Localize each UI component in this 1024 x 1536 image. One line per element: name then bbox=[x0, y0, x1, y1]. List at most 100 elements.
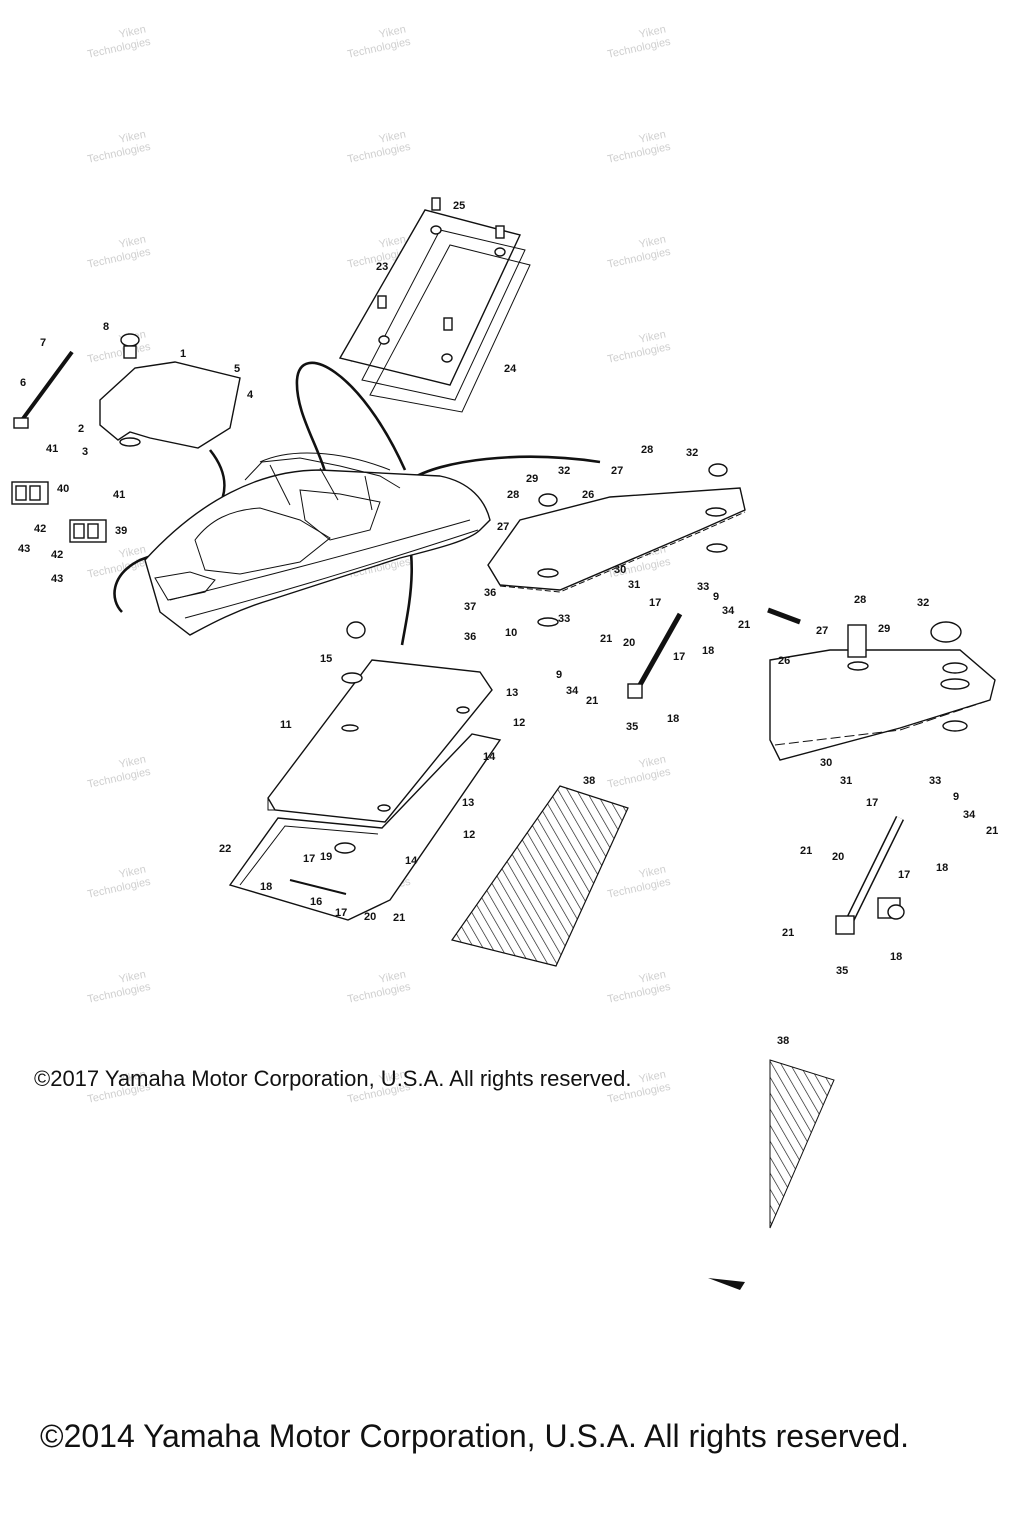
callout-label: 17 bbox=[898, 869, 910, 881]
callout-label: 4 bbox=[247, 389, 254, 401]
callout-label: 27 bbox=[497, 521, 509, 533]
watermark-line1: Yiken bbox=[118, 128, 147, 145]
callout-label: 29 bbox=[878, 623, 890, 635]
callout-label: 12 bbox=[513, 717, 525, 729]
callout-label: 27 bbox=[611, 465, 623, 477]
callout-label: 13 bbox=[462, 797, 474, 809]
callout-label: 22 bbox=[219, 843, 231, 855]
callout-label: 16 bbox=[310, 896, 322, 908]
callout-label: 42 bbox=[34, 523, 46, 535]
callout-label: 30 bbox=[614, 564, 626, 576]
callout-label: 31 bbox=[840, 775, 852, 787]
strut-35 bbox=[627, 612, 683, 699]
strut-35-detail bbox=[835, 816, 905, 935]
boat-hull bbox=[144, 452, 491, 636]
callout-label: 6 bbox=[20, 377, 26, 389]
callout-label: 14 bbox=[405, 855, 418, 867]
callout-label: 9 bbox=[953, 791, 959, 803]
seat-cushion-11 bbox=[267, 621, 493, 823]
callout-label: 18 bbox=[890, 951, 902, 963]
callout-label: 39 bbox=[115, 525, 127, 537]
callout-label: 38 bbox=[777, 1035, 789, 1047]
callout-label: 3 bbox=[82, 446, 88, 458]
callout-label: 28 bbox=[641, 444, 653, 456]
callout-label: 35 bbox=[836, 965, 848, 977]
callout-label: 21 bbox=[800, 845, 812, 857]
callout-label: 36 bbox=[464, 631, 476, 643]
callout-label: 28 bbox=[507, 489, 519, 501]
watermark-line1: Yiken bbox=[118, 543, 147, 560]
callout-label: 20 bbox=[623, 637, 635, 649]
callout-label: 20 bbox=[832, 851, 844, 863]
watermark-line1: Yiken bbox=[638, 753, 667, 770]
callout-label: 32 bbox=[686, 447, 698, 459]
callout-label: 18 bbox=[702, 645, 714, 657]
callout-label: 34 bbox=[722, 605, 735, 617]
callout-label: 27 bbox=[816, 625, 828, 637]
watermark-line1: Yiken bbox=[118, 753, 147, 770]
watermark-line1: Yiken bbox=[118, 968, 147, 985]
callout-label: 5 bbox=[234, 363, 240, 375]
callout-label: 20 bbox=[364, 911, 376, 923]
copyright-2017: ©2017 Yamaha Motor Corporation, U.S.A. A… bbox=[34, 1066, 632, 1091]
callout-label: 21 bbox=[986, 825, 998, 837]
callout-label: 43 bbox=[18, 543, 30, 555]
callout-label: 32 bbox=[917, 597, 929, 609]
callout-label: 33 bbox=[558, 613, 570, 625]
callout-label: 14 bbox=[483, 751, 496, 763]
watermark-line1: Yiken bbox=[638, 328, 667, 345]
watermark-line1: Yiken bbox=[638, 23, 667, 40]
callout-label: 21 bbox=[782, 927, 794, 939]
watermark-line1: Yiken bbox=[378, 968, 407, 985]
callout-label: 35 bbox=[626, 721, 638, 733]
callout-label: 9 bbox=[713, 591, 719, 603]
watermark-line1: Yiken bbox=[118, 863, 147, 880]
callout-label: 40 bbox=[57, 483, 69, 495]
callout-label: 12 bbox=[463, 829, 475, 841]
callout-label: 26 bbox=[582, 489, 594, 501]
callout-label: 26 bbox=[778, 655, 790, 667]
callout-label: 28 bbox=[854, 594, 866, 606]
callout-label: 9 bbox=[556, 669, 562, 681]
callout-labels: 1 2 3 4 5 6 7 8 9 9 9 10 11 12 12 13 13 … bbox=[18, 200, 998, 1047]
callout-label: 8 bbox=[103, 321, 109, 333]
callout-label: 21 bbox=[600, 633, 612, 645]
callout-label: 37 bbox=[464, 601, 476, 613]
callout-label: 10 bbox=[505, 627, 517, 639]
callout-label: 41 bbox=[113, 489, 125, 501]
watermark-line1: Yiken bbox=[638, 863, 667, 880]
watermark-line1: Yiken bbox=[378, 1068, 407, 1085]
callout-label: 33 bbox=[929, 775, 941, 787]
callout-label: 2 bbox=[78, 423, 84, 435]
latch-40 bbox=[11, 481, 49, 505]
callout-label: 43 bbox=[51, 573, 63, 585]
watermark-line1: Yiken bbox=[378, 23, 407, 40]
callout-label: 18 bbox=[936, 862, 948, 874]
callout-label: 24 bbox=[504, 363, 517, 375]
watermark-line1: Yiken bbox=[118, 23, 147, 40]
callout-label: 32 bbox=[558, 465, 570, 477]
watermark-line1: Yiken bbox=[638, 233, 667, 250]
copyright-2014: ©2014 Yamaha Motor Corporation, U.S.A. A… bbox=[40, 1418, 910, 1454]
callout-label: 41 bbox=[46, 443, 58, 455]
callout-label: 15 bbox=[320, 653, 332, 665]
callout-label: 19 bbox=[320, 851, 332, 863]
callout-label: 30 bbox=[820, 757, 832, 769]
callout-label: 17 bbox=[649, 597, 661, 609]
callout-label: 18 bbox=[260, 881, 272, 893]
latch-39 bbox=[69, 519, 107, 543]
callout-label: 31 bbox=[628, 579, 640, 591]
hatch-cover-1 bbox=[99, 333, 241, 449]
watermark-line1: Yiken bbox=[638, 128, 667, 145]
seat-cushion-26 bbox=[487, 463, 746, 627]
callout-label: 17 bbox=[335, 907, 347, 919]
